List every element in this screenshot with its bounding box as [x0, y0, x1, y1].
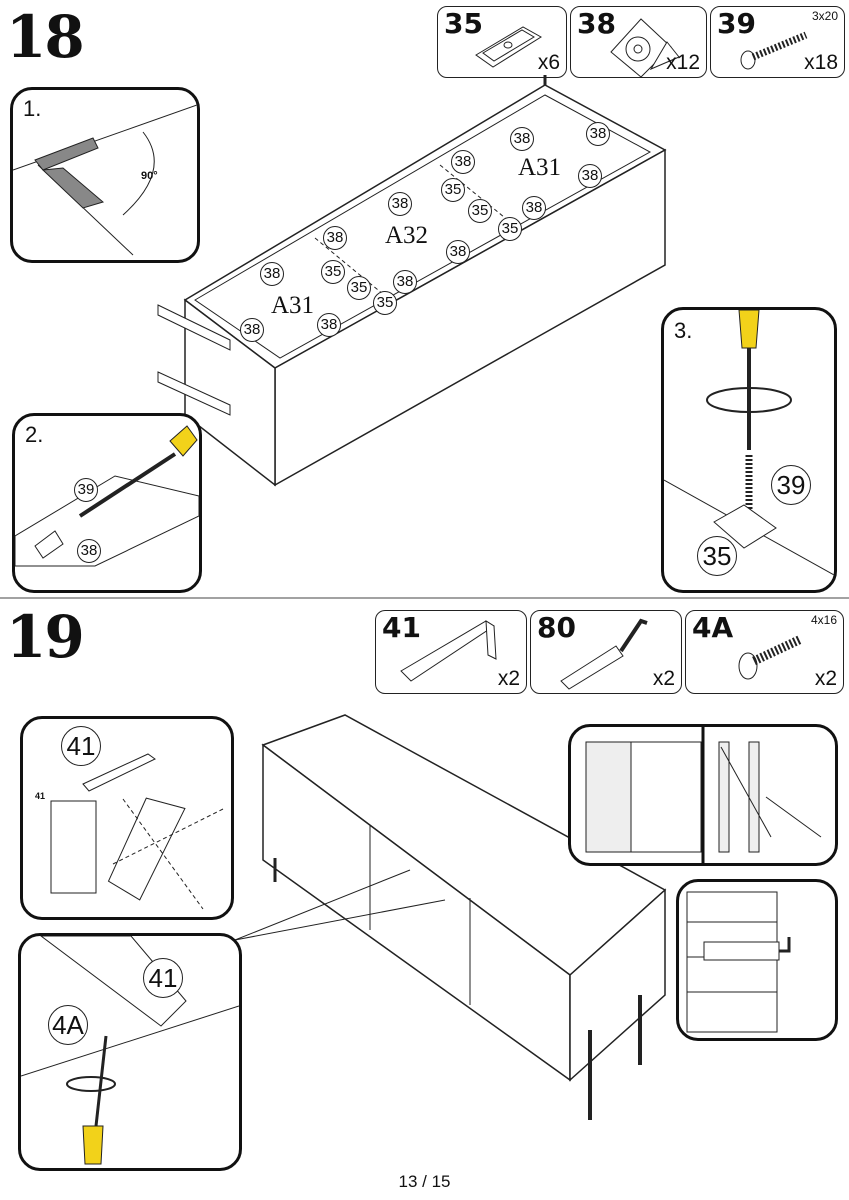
callout-38: 38: [586, 122, 610, 146]
part-id: 4A: [692, 611, 734, 644]
part-box-80: 80 x2: [530, 610, 682, 694]
wall-drilling-diagram: [585, 727, 822, 863]
callout-38: 38: [260, 262, 284, 286]
screwdriver-diagram: [664, 310, 834, 576]
callout-38: 38: [240, 318, 264, 342]
part-id: 38: [577, 7, 616, 40]
panel-label: A32: [385, 222, 429, 249]
wall-plug-diagram: [686, 891, 791, 1033]
part-qty: x2: [652, 667, 675, 690]
callout-41: 41: [143, 958, 183, 998]
part-qty: x18: [804, 51, 838, 74]
detail-inset-1: 1. 90°: [10, 87, 200, 263]
bracket-screwing-diagram: [21, 936, 239, 1165]
substep-label: 2.: [25, 422, 44, 447]
callout-35: 35: [321, 260, 345, 284]
callout-38: 38: [578, 164, 602, 188]
step-number: 18: [6, 3, 85, 71]
bracket-orientation-diagram: [50, 753, 224, 910]
callout-38: 38: [323, 226, 347, 250]
part-id: 80: [537, 611, 576, 644]
part-qty: x2: [497, 667, 520, 690]
part-box-41: 41 x2: [375, 610, 527, 694]
cabinet-illustration: [0, 75, 849, 599]
callout-38: 38: [317, 313, 341, 337]
part-qty: x12: [666, 51, 700, 74]
screwing-diagram: [15, 425, 199, 567]
wall-bracket-icon: [400, 620, 497, 682]
callout-35: 35: [373, 291, 397, 315]
callout-38: 38: [446, 240, 470, 264]
wall-drilling-inset: [568, 724, 838, 866]
callout-35: 35: [347, 276, 371, 300]
angle-label: 90°: [141, 170, 158, 182]
part-id: 41: [382, 611, 421, 644]
part-box-35: 35 x6: [437, 6, 567, 78]
corner-bracket-icon: [610, 18, 680, 77]
orientation-inset: 41 41: [20, 716, 234, 920]
part-id: 39: [717, 7, 756, 40]
callout-38: 38: [388, 192, 412, 216]
callout-38: 38: [510, 127, 534, 151]
screw-icon: [740, 31, 808, 70]
part-box-39: 39 3x20 x18: [710, 6, 845, 78]
callout-38: 38: [393, 270, 417, 294]
panel-label: A31: [271, 292, 315, 319]
substep-label: 3.: [674, 318, 693, 343]
wall-plug-inset: [676, 879, 838, 1041]
cam-lock-icon: [475, 26, 542, 68]
step-number: 19: [6, 603, 85, 671]
mini-label: 41: [35, 791, 46, 801]
callout-35: 35: [498, 217, 522, 241]
callout-38: 38: [77, 539, 101, 563]
callout-41: 41: [61, 726, 101, 766]
screw-icon: [738, 634, 803, 680]
callout-4A: 4A: [48, 1005, 88, 1045]
part-box-38: 38 x12: [570, 6, 707, 78]
part-id: 35: [444, 7, 483, 40]
tv-stand-illustration: [234, 714, 667, 1120]
part-qty: x6: [537, 51, 560, 74]
callout-35: 35: [441, 178, 465, 202]
bracket-angle-diagram: [13, 104, 197, 256]
part-size: 4x16: [810, 613, 837, 627]
part-size: 3x20: [811, 9, 838, 23]
callout-35: 35: [468, 199, 492, 223]
part-qty: x2: [814, 667, 837, 690]
callout-35: 35: [697, 536, 737, 576]
callout-39: 39: [74, 478, 98, 502]
callout-39: 39: [771, 465, 811, 505]
detail-inset-2: 2. 39 38: [12, 413, 202, 593]
substep-label: 1.: [23, 96, 42, 121]
part-box-4A: 4A 4x16 x2: [685, 610, 844, 694]
callout-38: 38: [451, 150, 475, 174]
wall-plug-hook-icon: [560, 618, 648, 690]
panel-label: A31: [518, 154, 562, 181]
detail-inset-3: 3. 39 35: [661, 307, 837, 593]
callout-38: 38: [522, 196, 546, 220]
bracket-screw-inset: 41 4A: [18, 933, 242, 1171]
page-number: 13 / 15: [398, 1172, 451, 1191]
